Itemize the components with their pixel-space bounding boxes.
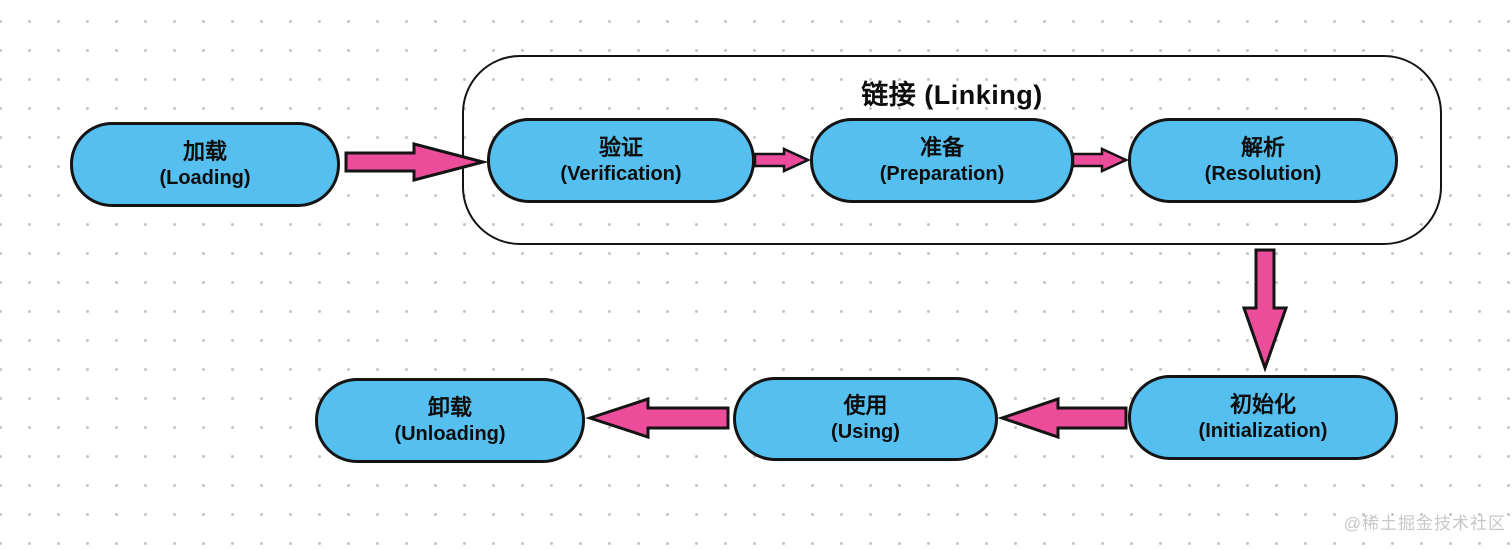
node-verification-label-zh: 验证 xyxy=(598,134,643,160)
node-preparation-label-zh: 准备 xyxy=(919,134,964,160)
arrow-loading-to-verification-icon xyxy=(344,142,489,182)
watermark: @稀土掘金技术社区 xyxy=(1343,514,1506,533)
arrow-initialization-to-using-icon xyxy=(997,396,1128,440)
node-initialization-label-zh: 初始化 xyxy=(1229,391,1296,417)
arrow-using-to-unloading-icon xyxy=(585,396,730,440)
arrow-linking-to-initialization-icon xyxy=(1241,248,1289,373)
node-resolution-label-zh: 解析 xyxy=(1240,134,1285,160)
node-loading-label-zh: 加载 xyxy=(182,138,227,164)
arrow-preparation-to-resolution-icon xyxy=(1071,147,1130,173)
node-using-label-zh: 使用 xyxy=(843,393,888,418)
node-resolution: 解析 (Resolution) xyxy=(1128,118,1398,203)
arrow-verification-to-preparation-icon xyxy=(753,147,812,173)
node-verification: 验证 (Verification) xyxy=(487,118,755,203)
node-verification-label-en: (Verification) xyxy=(560,162,682,185)
node-initialization-label-en: (Initialization) xyxy=(1198,419,1328,442)
node-unloading-label-zh: 卸载 xyxy=(427,394,472,420)
node-loading: 加载 (Loading) xyxy=(70,122,340,207)
node-using-label-en: (Using) xyxy=(831,421,900,443)
node-unloading-label-en: (Unloading) xyxy=(394,422,506,445)
node-preparation-label-en: (Preparation) xyxy=(879,162,1005,185)
node-resolution-label-en: (Resolution) xyxy=(1204,162,1322,185)
node-using: 使用 (Using) xyxy=(733,377,998,461)
node-initialization: 初始化 (Initialization) xyxy=(1128,375,1398,460)
node-unloading: 卸载 (Unloading) xyxy=(315,378,585,463)
node-loading-label-en: (Loading) xyxy=(159,166,251,189)
linking-group-title: 链接 (Linking) xyxy=(861,80,1043,110)
linking-group: 链接 (Linking) xyxy=(462,55,1442,245)
node-preparation: 准备 (Preparation) xyxy=(810,118,1074,203)
